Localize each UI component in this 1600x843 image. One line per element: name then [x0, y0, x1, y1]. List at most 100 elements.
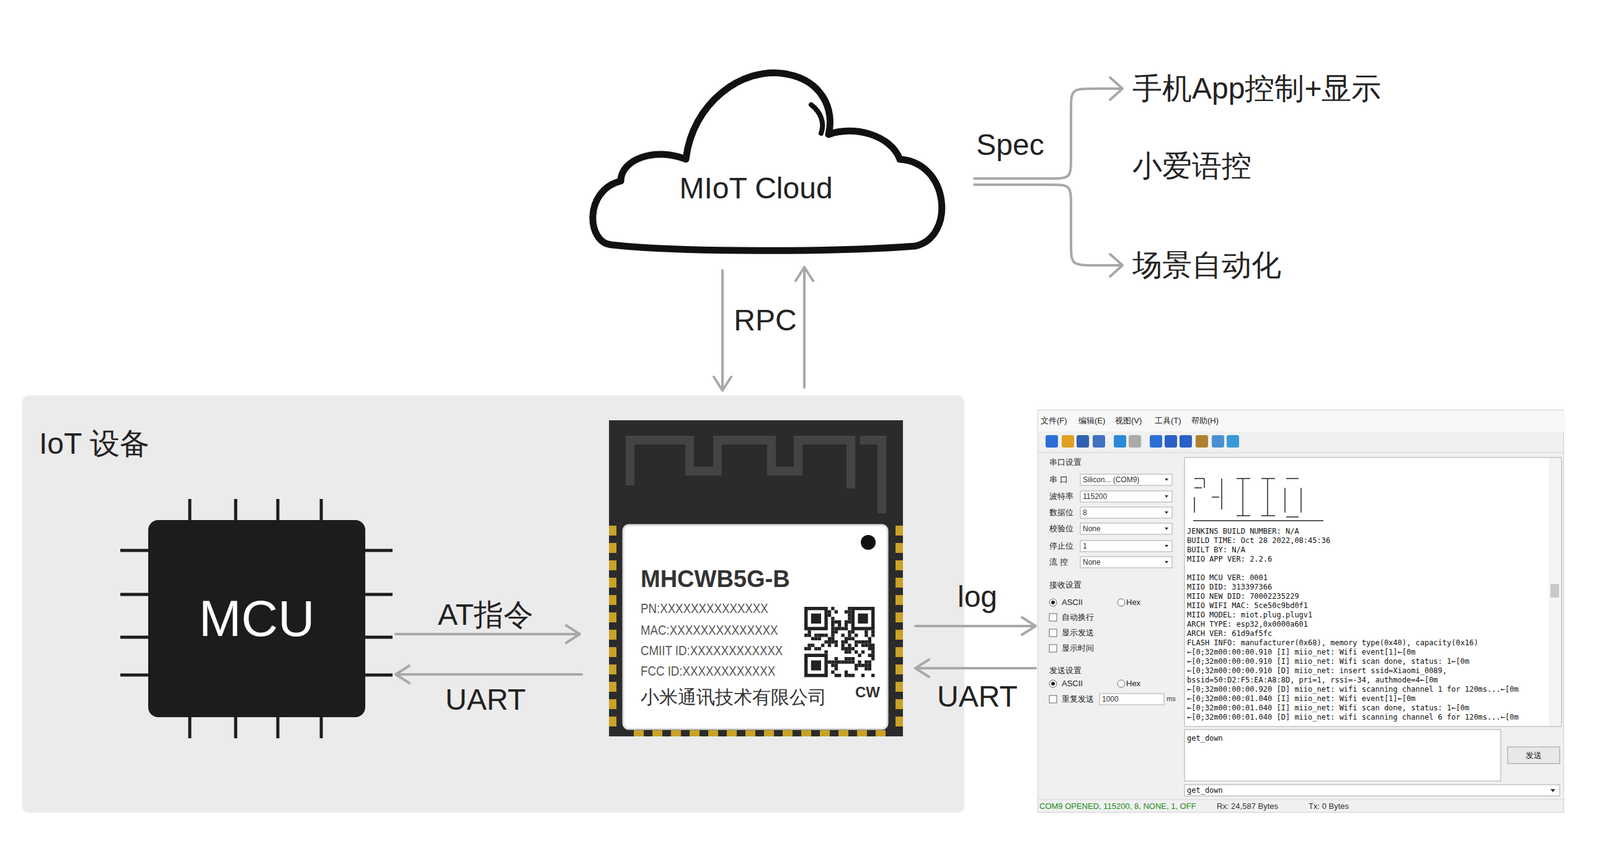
check-box [1049, 644, 1057, 653]
node-text: ←[0;32m00:00:00.910 [I] miio_net: Wifi s… [1186, 657, 1470, 667]
qr-cell [831, 630, 835, 634]
node-text: ARCH TYPE: esp32,0x0000a601 [1186, 620, 1308, 629]
node-text: ←[0;32m00:00:00.920 [D] miio_net: wifi s… [1186, 685, 1519, 694]
node-text: JENKINS BUILD NUMBER: N/A [1186, 527, 1300, 536]
status-bar-line [1038, 800, 1565, 801]
node-text: get_down [1186, 786, 1223, 796]
qr-finder [811, 660, 822, 671]
ascii-stroke [1193, 520, 1324, 522]
node-text: 帮助(H) [1191, 416, 1219, 427]
node-text: 显示发送 [1061, 628, 1094, 639]
qr-cell [831, 640, 835, 644]
qr-cell [868, 647, 872, 651]
qr-cell [831, 671, 835, 675]
node-text: 停止位 [1049, 541, 1074, 552]
qr-cell [844, 671, 848, 675]
history-combo [1184, 785, 1560, 797]
qr-cell [857, 654, 861, 658]
mcu-chip: MCU [148, 520, 366, 718]
qr-cell [831, 660, 835, 664]
qr-cell [847, 613, 851, 618]
castellated-pad [895, 699, 903, 710]
castellated-pad [633, 730, 644, 737]
qr-cell [847, 617, 851, 621]
qr-cell [851, 630, 855, 634]
qr-cell [827, 660, 832, 664]
node-text: ms [1166, 695, 1176, 704]
qr-cell [871, 647, 875, 651]
qr-cell [844, 623, 848, 627]
qr-cell [817, 633, 822, 637]
chip-pin [234, 499, 238, 521]
qr-cell [837, 674, 841, 678]
qr-cell [831, 617, 835, 621]
input-box [1099, 693, 1165, 706]
qr-cell [861, 640, 865, 644]
node-text: Rx: 24,587 Bytes [1216, 801, 1279, 812]
combo-arrow [1164, 511, 1169, 515]
ascii-stroke [1266, 478, 1269, 516]
castellated-pad [745, 730, 756, 737]
qr-cell [851, 660, 855, 664]
qr-cell [861, 674, 865, 678]
chip-pin [120, 549, 149, 553]
chip-pin [320, 717, 324, 739]
qr-cell [868, 660, 872, 664]
qr-cell [871, 643, 875, 647]
qr-cell [834, 640, 838, 644]
radio-button [1117, 599, 1125, 607]
castellated-pad [895, 612, 903, 623]
chip-pin [120, 674, 149, 678]
toolbar-icon [1113, 435, 1127, 448]
qr-cell [840, 626, 845, 631]
ascii-stroke [1286, 516, 1299, 518]
qr-cell [837, 620, 841, 624]
ascii-stroke [1203, 478, 1205, 489]
qr-cell [861, 664, 865, 668]
node-text: MIIO APP VER: 2.2.6 [1186, 555, 1272, 564]
qr-cell [831, 623, 835, 627]
cloud-outline [592, 72, 943, 251]
qr-cell [827, 640, 832, 644]
qr-cell [814, 637, 818, 641]
annotation-label: Spec [976, 127, 1044, 164]
combo-box [1080, 523, 1173, 535]
check-box [1049, 629, 1057, 637]
qr-cell [817, 647, 822, 651]
ascii-stroke [1284, 488, 1286, 513]
qr-cell [827, 613, 832, 618]
castellated-pad [608, 577, 617, 588]
node-text: MIIO MCU VER: 0001 [1186, 573, 1268, 583]
qr-cell [854, 664, 858, 668]
panel-ground [22, 395, 965, 814]
combo-box [1080, 491, 1173, 503]
qr-cell [817, 637, 822, 641]
qr-cell [821, 643, 825, 647]
castellated-pad [895, 525, 903, 536]
qr-finder [806, 655, 827, 676]
toolbar-icon [1061, 435, 1075, 448]
ascii-stroke [1261, 515, 1276, 517]
combo-arrow [1164, 527, 1169, 531]
castellated-pad [819, 730, 830, 737]
qr-cell [831, 637, 835, 641]
castellated-pad [895, 647, 903, 658]
node-text: IoT 设备 [39, 426, 150, 463]
qr-cell [847, 607, 851, 611]
node-text: 自动换行 [1061, 612, 1094, 623]
qr-cell [847, 650, 851, 654]
qr-cell [844, 647, 848, 651]
qr-cell [864, 640, 868, 644]
node-text: Hex [1126, 597, 1141, 608]
qr-cell [864, 630, 868, 634]
qr-cell [834, 643, 838, 647]
ascii-stroke [1300, 488, 1302, 513]
qr-cell [807, 633, 811, 637]
qr-cell [844, 674, 848, 678]
combo-arrow [1164, 495, 1169, 498]
qr-cell [871, 633, 875, 637]
qr-cell [854, 643, 858, 647]
qr-cell [814, 633, 818, 637]
qr-cell [847, 657, 851, 661]
